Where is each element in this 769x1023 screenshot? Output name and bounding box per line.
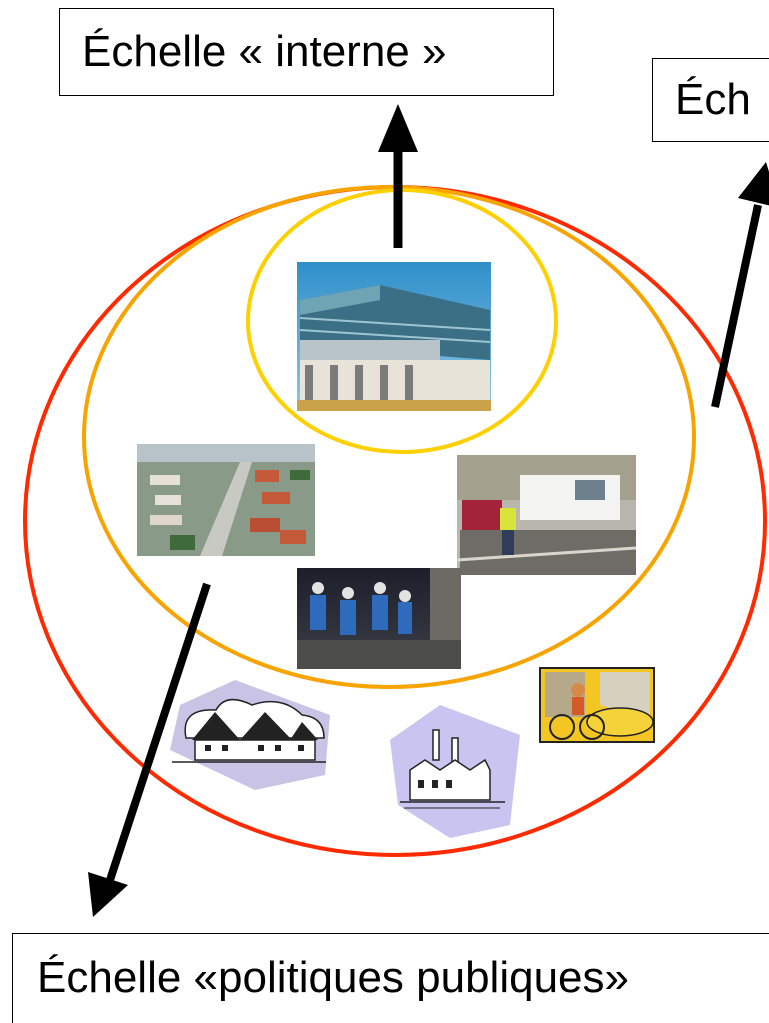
houses-clipart <box>170 680 330 790</box>
scale-label-right-text: Éch <box>675 75 751 124</box>
middle-ellipse <box>82 185 696 689</box>
arrow-down-left <box>88 582 211 917</box>
scale-label-politiques: Échelle «politiques publiques» <box>12 933 769 1023</box>
scale-label-right-truncated: Éch <box>652 58 769 142</box>
arrow-up-right <box>711 162 769 408</box>
aerial-town-photo <box>137 444 315 556</box>
scale-label-interne-text: Échelle « interne » <box>82 27 447 76</box>
office-building-photo <box>297 262 491 411</box>
street-works-photo <box>456 455 637 575</box>
tunnel-workers-photo <box>297 568 461 669</box>
factory-clipart <box>390 705 520 838</box>
scale-label-politiques-text: Échelle «politiques publiques» <box>37 953 629 1002</box>
cyclist-clipart <box>539 667 655 743</box>
arrow-up <box>378 104 418 248</box>
scale-label-interne: Échelle « interne » <box>59 8 554 96</box>
